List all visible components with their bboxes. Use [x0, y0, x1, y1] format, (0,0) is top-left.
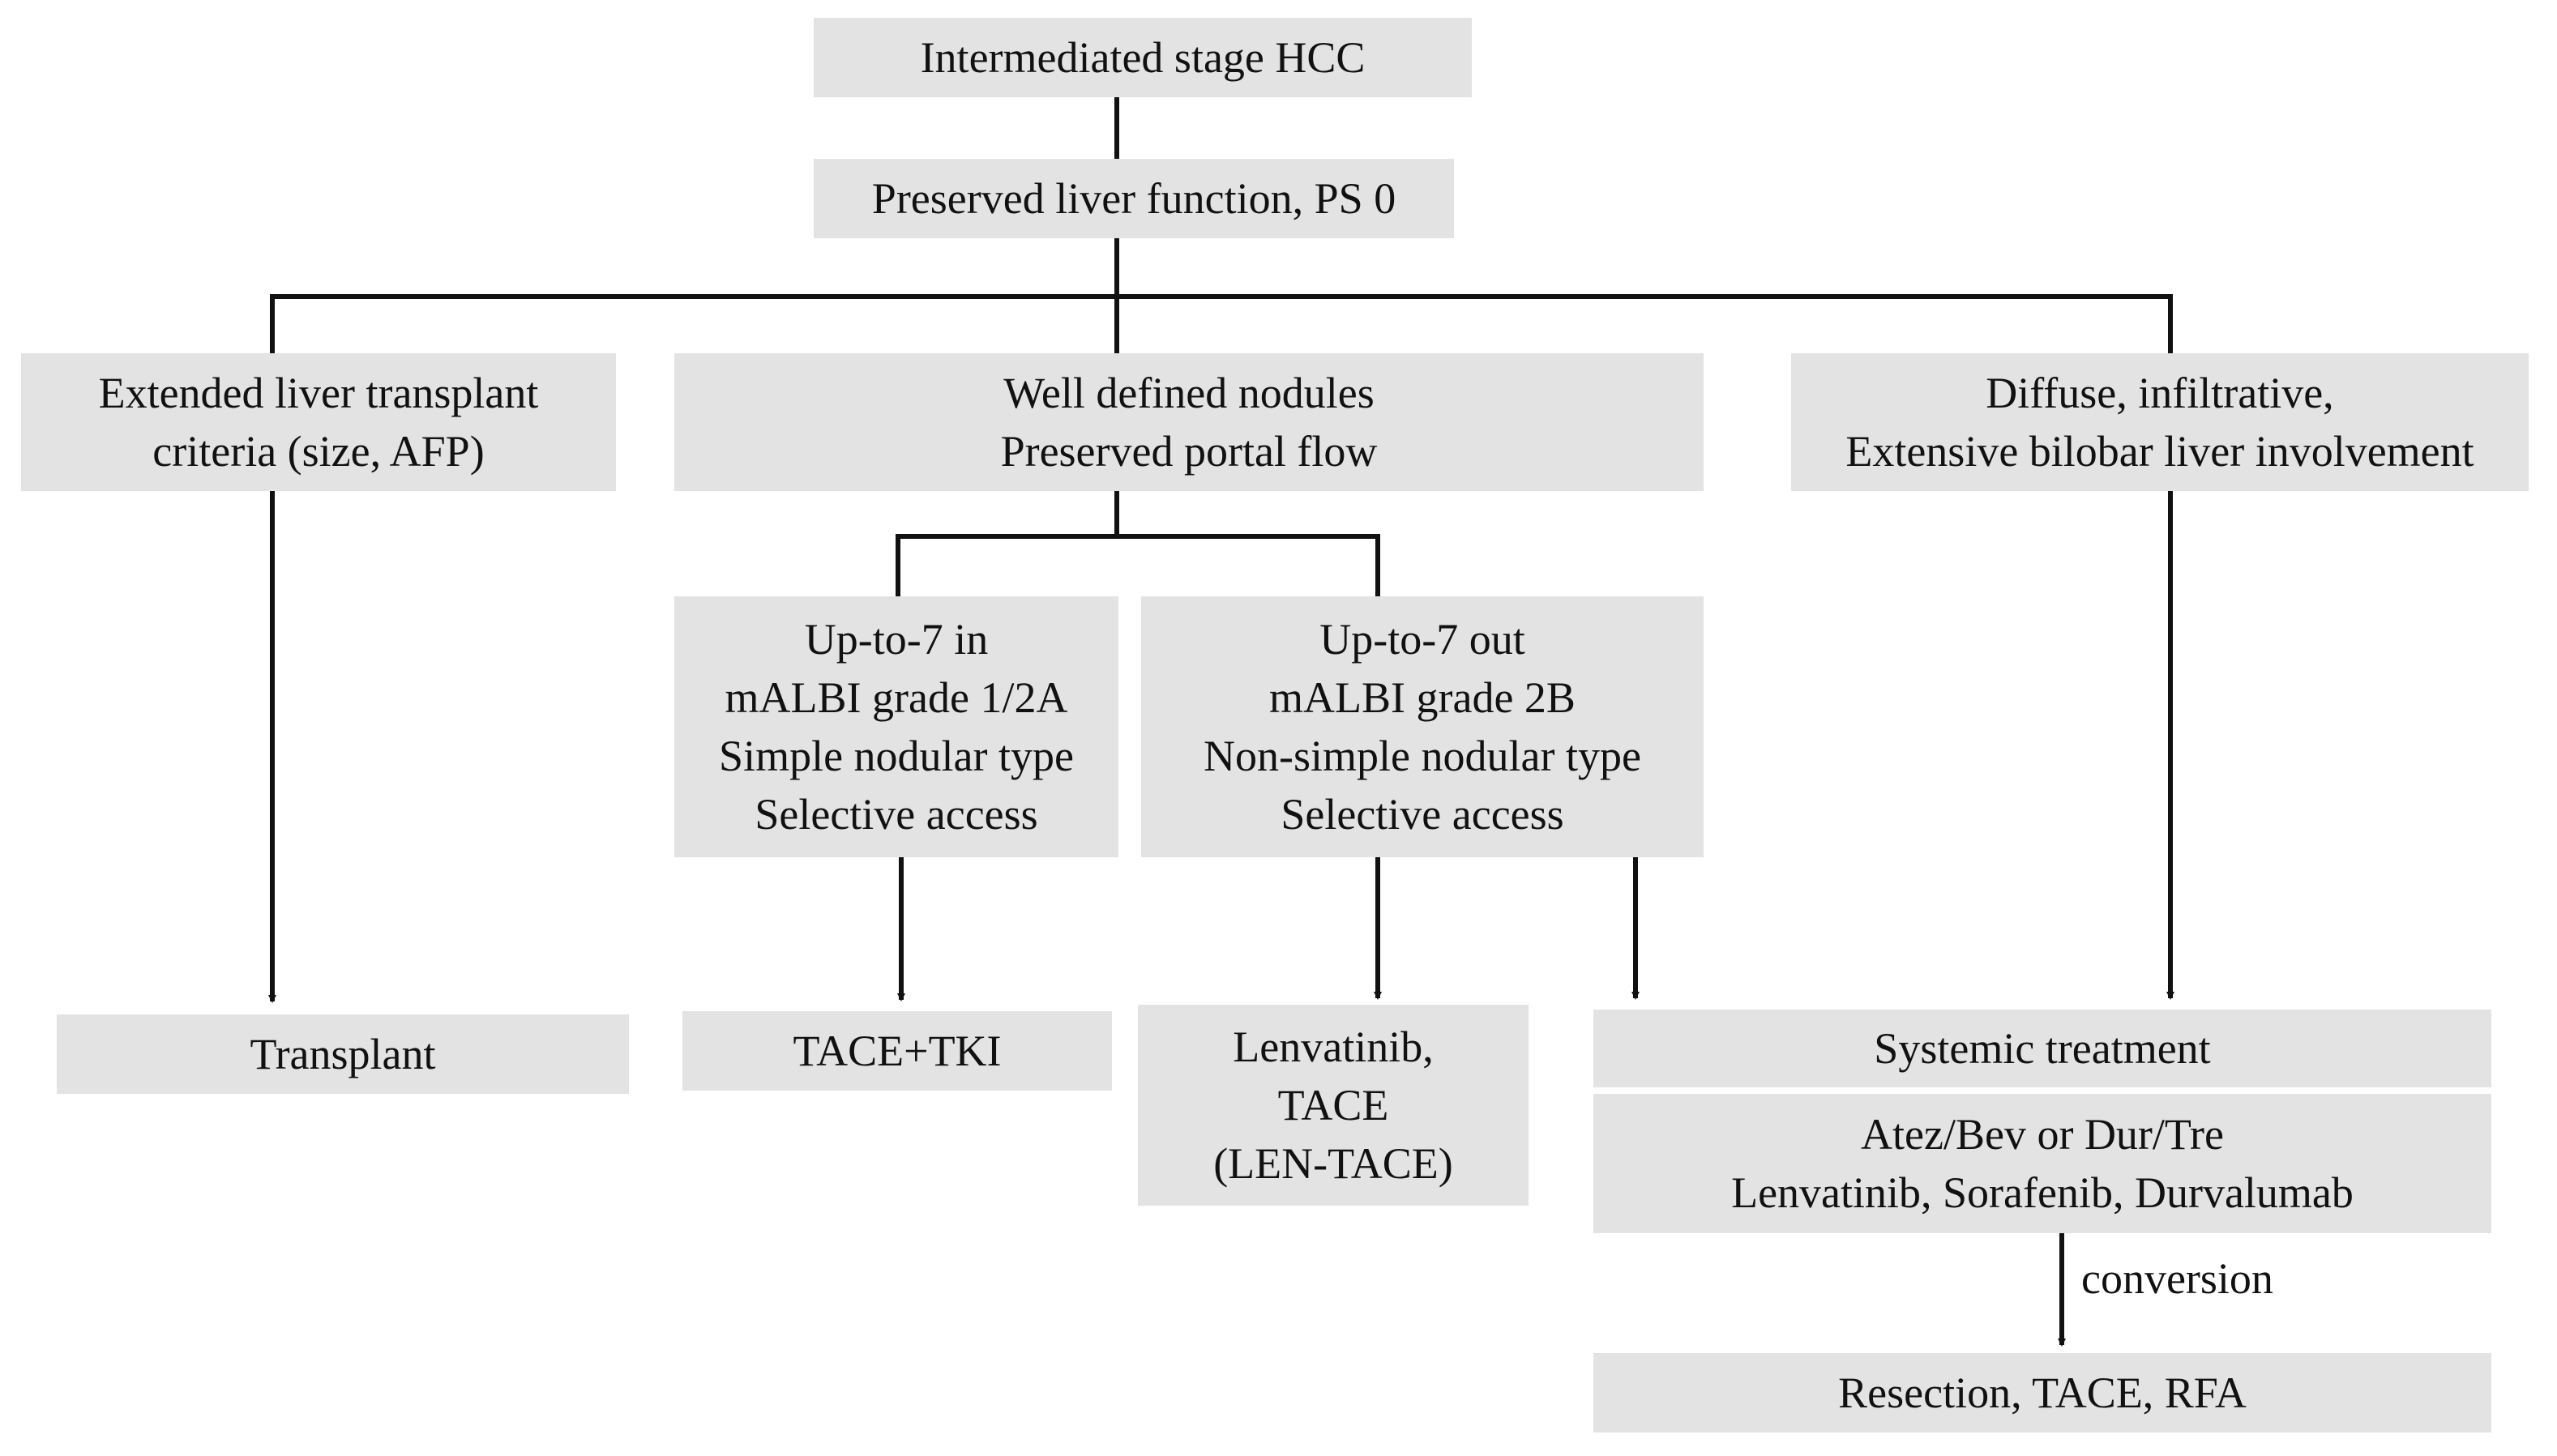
node-intermediate-stage-hcc: Intermediated stage HCC [814, 18, 1472, 97]
node-text-line: Simple nodular type [719, 732, 1074, 780]
node-up-to-7-in: Up-to-7 in mALBI grade 1/2A Simple nodular… [674, 596, 1118, 857]
node-text-line: Resection, TACE, RFA [1838, 1368, 2247, 1417]
node-extended-transplant-criteria: Extended liver transplant criteria (size,… [21, 353, 616, 491]
node-text-line: Selective access [755, 790, 1038, 839]
node-text-line: Diffuse, infiltrative, [1986, 369, 2334, 417]
node-text-line: Non-simple nodular type [1204, 732, 1641, 780]
node-text-line: Extensive bilobar liver involvement [1845, 427, 2474, 476]
node-tace-tki: TACE+TKI [682, 1011, 1112, 1091]
node-text-line: Lenvatinib, Sorafenib, Durvalumab [1731, 1168, 2354, 1217]
node-text-line: Extended liver transplant [98, 369, 539, 417]
node-text-line: TACE+TKI [793, 1027, 1002, 1075]
node-text-line: Well defined nodules [1003, 369, 1375, 417]
node-preserved-liver-function: Preserved liver function, PS 0 [814, 159, 1454, 238]
node-text-line: Preserved liver function, PS 0 [871, 174, 1396, 223]
node-text-line: Selective access [1281, 790, 1564, 839]
node-text-line: Systemic treatment [1874, 1024, 2211, 1073]
node-text-line: Atez/Bev or Dur/Tre [1861, 1110, 2224, 1159]
node-diffuse-infiltrative: Diffuse, infiltrative, Extensive bilobar … [1791, 353, 2529, 491]
node-text-line: Lenvatinib, [1233, 1023, 1434, 1071]
node-text-line: mALBI grade 1/2A [725, 673, 1068, 722]
node-text-line: criteria (size, AFP) [152, 427, 485, 476]
node-text-line: Preserved portal flow [1000, 427, 1378, 476]
node-up-to-7-out: Up-to-7 out mALBI grade 2B Non-simple nodu… [1141, 596, 1704, 857]
node-text-line: Intermediated stage HCC [920, 33, 1366, 82]
node-text-line: Transplant [250, 1030, 436, 1078]
node-text-line: (LEN-TACE) [1213, 1139, 1453, 1188]
node-text-line: TACE [1277, 1081, 1389, 1129]
node-transplant: Transplant [57, 1014, 629, 1094]
node-resection-tace-rfa: Resection, TACE, RFA [1593, 1353, 2491, 1433]
node-text-line: Up-to-7 out [1319, 615, 1525, 664]
node-text-line: mALBI grade 2B [1269, 673, 1576, 722]
conversion-label: conversion [2081, 1254, 2273, 1303]
node-text-line: Up-to-7 in [804, 615, 989, 664]
node-systemic-treatment: Systemic treatment [1593, 1010, 2491, 1087]
node-lenvatinib-tace: Lenvatinib, TACE (LEN-TACE) [1138, 1005, 1529, 1206]
